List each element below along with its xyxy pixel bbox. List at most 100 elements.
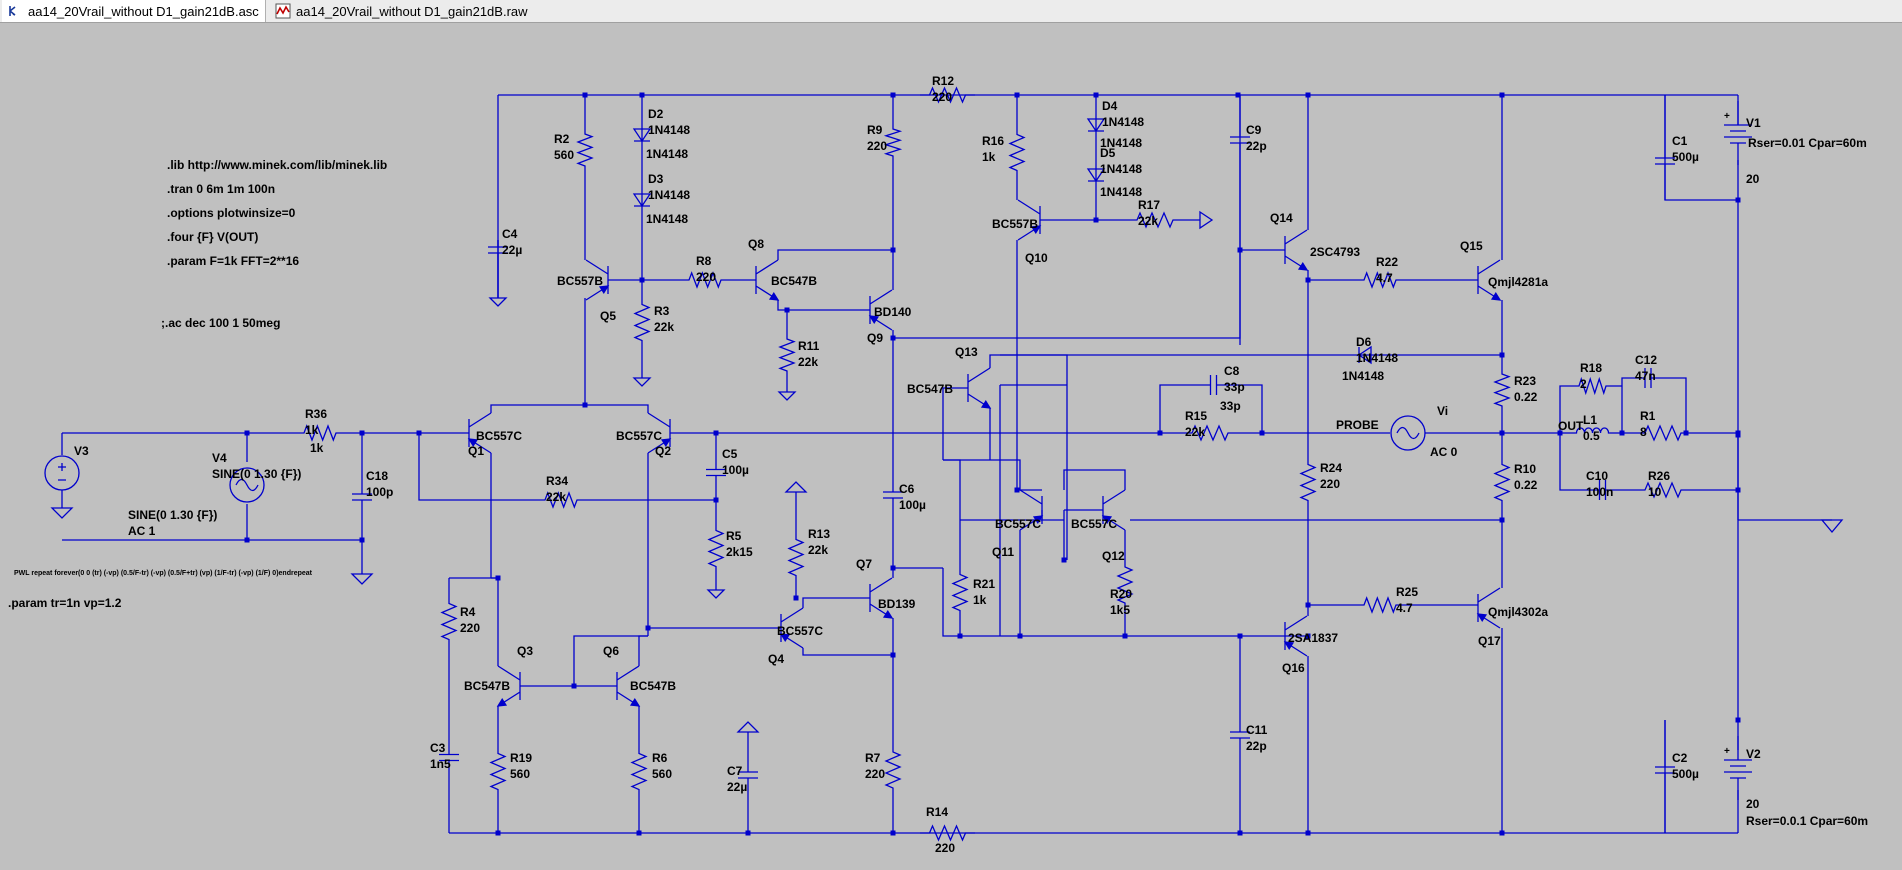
junction-dot — [1499, 92, 1505, 98]
junction-dot — [1093, 92, 1099, 98]
junctions — [244, 92, 1741, 836]
d2-model: 1N4148 — [646, 147, 688, 161]
c4-name: C4 — [502, 227, 518, 241]
output-arrow — [1199, 210, 1214, 230]
junction-dot — [1735, 197, 1741, 203]
c1-value: 500µ — [1672, 150, 1699, 164]
r5-value: 2k15 — [726, 545, 753, 559]
r26-name: R26 — [1648, 469, 1670, 483]
junction-dot — [1237, 247, 1243, 253]
junction-dot — [1237, 633, 1243, 639]
wire — [418, 433, 541, 501]
q16-value: 2SA1837 — [1288, 631, 1338, 645]
ground-symbol — [632, 377, 652, 387]
r10-value: 0.22 — [1514, 478, 1538, 492]
wire — [638, 635, 648, 666]
emitter-arrow — [1101, 515, 1113, 525]
c10-name: C10 — [1586, 469, 1608, 483]
r24-resistor — [1299, 460, 1317, 505]
junction-dot — [1014, 92, 1020, 98]
r8-value: 220 — [696, 270, 716, 284]
wire — [802, 648, 893, 656]
q14-value: 2SC4793 — [1310, 245, 1360, 259]
wire — [1559, 433, 1590, 491]
l1-inductor — [1575, 427, 1610, 434]
q9-name: Q9 — [867, 331, 883, 345]
tab-waveform[interactable]: aa14_20Vrail_without D1_gain21dB.raw — [268, 0, 534, 22]
junction-dot — [495, 830, 501, 836]
junction-dot — [1499, 430, 1505, 436]
v1-name: V1 — [1746, 116, 1761, 130]
v3-source — [44, 455, 80, 491]
emitter-arrow — [779, 633, 791, 643]
junction-dot — [495, 575, 501, 581]
junction-dot — [1157, 430, 1163, 436]
c1-capacitor — [1655, 150, 1675, 172]
c12-name: C12 — [1635, 353, 1657, 367]
wire — [942, 387, 968, 460]
junction-dot — [1061, 557, 1067, 563]
r7-name: R7 — [865, 751, 881, 765]
junction-dot — [244, 430, 250, 436]
v2-params: Rser=0.0.1 Cpar=60m — [1746, 814, 1868, 828]
r3-name: R3 — [654, 304, 670, 318]
junction-dot — [1683, 430, 1689, 436]
r19-resistor — [489, 748, 507, 795]
wire — [490, 404, 649, 413]
q11-value: BC557C — [995, 517, 1041, 531]
spice-directive: .four {F} V(OUT) — [167, 230, 258, 244]
wire — [1063, 469, 1126, 490]
param-directive: .param tr=1n vp=1.2 — [8, 596, 122, 610]
junction-dot — [1305, 830, 1311, 836]
c6-value: 100µ — [899, 498, 926, 512]
wire — [491, 577, 499, 666]
c4-value: 22µ — [502, 243, 522, 257]
r10-name: R10 — [1514, 462, 1536, 476]
r19-value: 560 — [510, 767, 530, 781]
sine-glyph — [235, 478, 259, 492]
d5-model: 1N4148 — [1100, 185, 1142, 199]
q3-value: BC547B — [464, 679, 510, 693]
wire — [802, 597, 870, 608]
r2-resistor — [576, 130, 594, 170]
v1-params: Rser=0.01 Cpar=60m — [1748, 136, 1867, 150]
r18-name: R18 — [1580, 361, 1602, 375]
v4-name: V4 — [212, 451, 227, 465]
q15-value: Qmjl4281a — [1488, 275, 1548, 289]
r17-name: R17 — [1138, 198, 1160, 212]
q2-name: Q2 — [655, 444, 671, 458]
q16-name: Q16 — [1282, 661, 1305, 675]
l1-name: L1 — [1583, 413, 1597, 427]
junction-dot — [745, 830, 751, 836]
q1-value: BC557C — [476, 429, 522, 443]
c8-value: 33p — [1224, 380, 1245, 394]
q12-value: BC557C — [1071, 517, 1117, 531]
plus-sign: + — [1724, 111, 1730, 122]
tab-schematic[interactable]: aa14_20Vrail_without D1_gain21dB.asc — [2, 0, 266, 22]
r1-value: 8 — [1640, 425, 1647, 439]
c5-name: C5 — [722, 447, 738, 461]
d4-diode — [1086, 115, 1106, 135]
emitter-arrow — [1476, 613, 1488, 623]
junction-dot — [1122, 633, 1128, 639]
c6-capacitor — [883, 480, 903, 510]
r15-name: R15 — [1185, 409, 1207, 423]
emitter-arrow — [980, 399, 992, 409]
q10-name: Q10 — [1025, 251, 1048, 265]
r22-resistor — [1360, 271, 1400, 289]
r9-value: 220 — [867, 139, 887, 153]
r2-value: 560 — [554, 148, 574, 162]
v4-value: SINE(0 1.30 {F}) — [212, 467, 301, 481]
c8-value: 33p — [1220, 399, 1241, 413]
c2-capacitor — [1655, 760, 1675, 780]
c10-capacitor — [1590, 480, 1615, 500]
r14-resistor — [920, 824, 975, 842]
v2-value: 20 — [1746, 797, 1760, 811]
ground-symbol — [706, 589, 726, 599]
ground-symbol — [50, 500, 74, 519]
c12-value: 47n — [1635, 369, 1656, 383]
c8-capacitor — [1187, 375, 1240, 395]
r10-resistor — [1493, 460, 1511, 505]
